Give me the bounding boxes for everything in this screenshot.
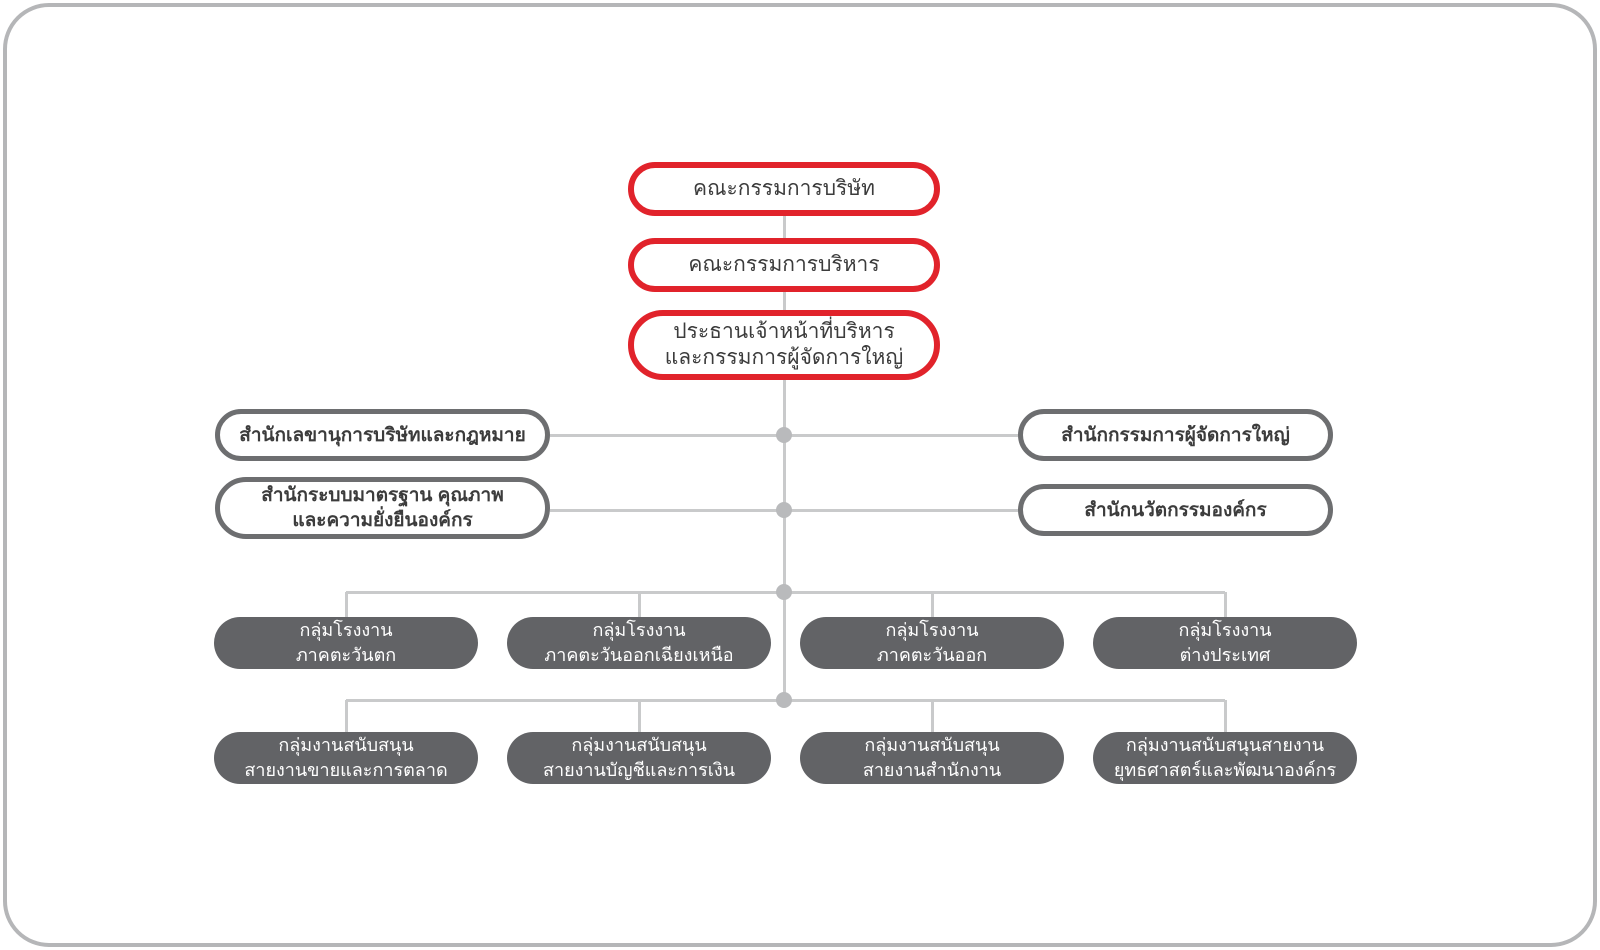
support-group-office-administration-box: กลุ่มงานสนับสนุน สายงานสำนักงาน	[800, 732, 1064, 784]
factory-group-northeast-box: กลุ่มโรงงาน ภาคตะวันออกเฉียงเหนือ	[507, 617, 771, 669]
connector-drop-factory-2	[637, 592, 641, 617]
support-group-accounting-finance-line-1: กลุ่มงานสนับสนุน	[571, 735, 707, 755]
page-frame-border	[3, 3, 1597, 947]
support-group-strategy-development-line-2: ยุทธศาสตร์และพัฒนาองค์กร	[1113, 760, 1337, 780]
factory-group-west-line-2: ภาคตะวันตก	[295, 645, 397, 665]
office-standards-quality-label-line-2: และความยั่งยืนองค์กร	[292, 510, 473, 531]
factory-group-west-box: กลุ่มโรงงาน ภาคตะวันตก	[214, 617, 478, 669]
support-group-sales-marketing-box: กลุ่มงานสนับสนุน สายงานขายและการตลาด	[214, 732, 478, 784]
junction-dot-factory-row	[776, 584, 792, 600]
connector-drop-support-1	[344, 700, 348, 732]
office-standards-quality-label-line-1: สำนักระบบมาตรฐาน คุณภาพ	[261, 485, 504, 506]
support-group-office-administration-line-2: สายงานสำนักงาน	[862, 760, 1002, 780]
connector-drop-factory-4	[1223, 592, 1227, 617]
factory-group-northeast-line-1: กลุ่มโรงงาน	[592, 620, 686, 640]
factory-group-east-box: กลุ่มโรงงาน ภาคตะวันออก	[800, 617, 1064, 669]
connector-trunk	[782, 380, 786, 700]
support-group-sales-marketing-line-1: กลุ่มงานสนับสนุน	[278, 735, 414, 755]
office-standards-quality-sustainability-box: สำนักระบบมาตรฐาน คุณภาพ และความยั่งยืนอง…	[215, 477, 550, 539]
board-of-directors-label: คณะกรรมการบริษัท	[692, 177, 875, 200]
support-group-accounting-finance-line-2: สายงานบัญชีและการเงิน	[542, 760, 736, 780]
executive-committee-box: คณะกรรมการบริหาร	[628, 238, 940, 292]
factory-group-northeast-line-2: ภาคตะวันออกเฉียงเหนือ	[544, 645, 734, 665]
office-corporate-secretary-legal-label: สำนักเลขานุการบริษัทและกฎหมาย	[239, 424, 526, 446]
connector-drop-factory-1	[344, 592, 348, 617]
factory-group-overseas-line-2: ต่างประเทศ	[1179, 645, 1271, 665]
junction-dot-offices-row1	[776, 427, 792, 443]
factory-group-west-line-1: กลุ่มโรงงาน	[299, 620, 393, 640]
connector-drop-support-4	[1223, 700, 1227, 732]
factory-group-overseas-line-1: กลุ่มโรงงาน	[1178, 620, 1272, 640]
connector-exec-to-ceo	[782, 292, 786, 310]
support-group-strategy-development-box: กลุ่มงานสนับสนุนสายงาน ยุทธศาสตร์และพัฒน…	[1093, 732, 1357, 784]
ceo-label-line-1: ประธานเจ้าหน้าที่บริหาร	[673, 320, 895, 343]
connector-drop-factory-3	[930, 592, 934, 617]
board-of-directors-box: คณะกรรมการบริษัท	[628, 162, 940, 216]
junction-dot-offices-row2	[776, 502, 792, 518]
factory-group-overseas-box: กลุ่มโรงงาน ต่างประเทศ	[1093, 617, 1357, 669]
support-group-office-administration-line-1: กลุ่มงานสนับสนุน	[864, 735, 1000, 755]
office-president-office-label: สำนักกรรมการผู้จัดการใหญ่	[1061, 424, 1290, 446]
factory-group-east-line-1: กลุ่มโรงงาน	[885, 620, 979, 640]
junction-dot-support-row	[776, 692, 792, 708]
ceo-label-line-2: และกรรมการผู้จัดการใหญ่	[664, 346, 904, 369]
connector-board-to-exec	[782, 216, 786, 238]
office-corporate-secretary-legal-box: สำนักเลขานุการบริษัทและกฎหมาย	[215, 409, 550, 461]
support-group-sales-marketing-line-2: สายงานขายและการตลาด	[244, 760, 448, 780]
executive-committee-label: คณะกรรมการบริหาร	[688, 253, 880, 276]
office-president-office-box: สำนักกรรมการผู้จัดการใหญ่	[1018, 409, 1333, 461]
office-corporate-innovation-label: สำนักนวัตกรรมองค์กร	[1084, 499, 1267, 521]
office-corporate-innovation-box: สำนักนวัตกรรมองค์กร	[1018, 484, 1333, 536]
connector-drop-support-3	[930, 700, 934, 732]
ceo-box: ประธานเจ้าหน้าที่บริหาร และกรรมการผู้จัด…	[628, 310, 940, 380]
support-group-accounting-finance-box: กลุ่มงานสนับสนุน สายงานบัญชีและการเงิน	[507, 732, 771, 784]
support-group-strategy-development-line-1: กลุ่มงานสนับสนุนสายงาน	[1125, 735, 1325, 755]
factory-group-east-line-2: ภาคตะวันออก	[876, 645, 988, 665]
connector-drop-support-2	[637, 700, 641, 732]
